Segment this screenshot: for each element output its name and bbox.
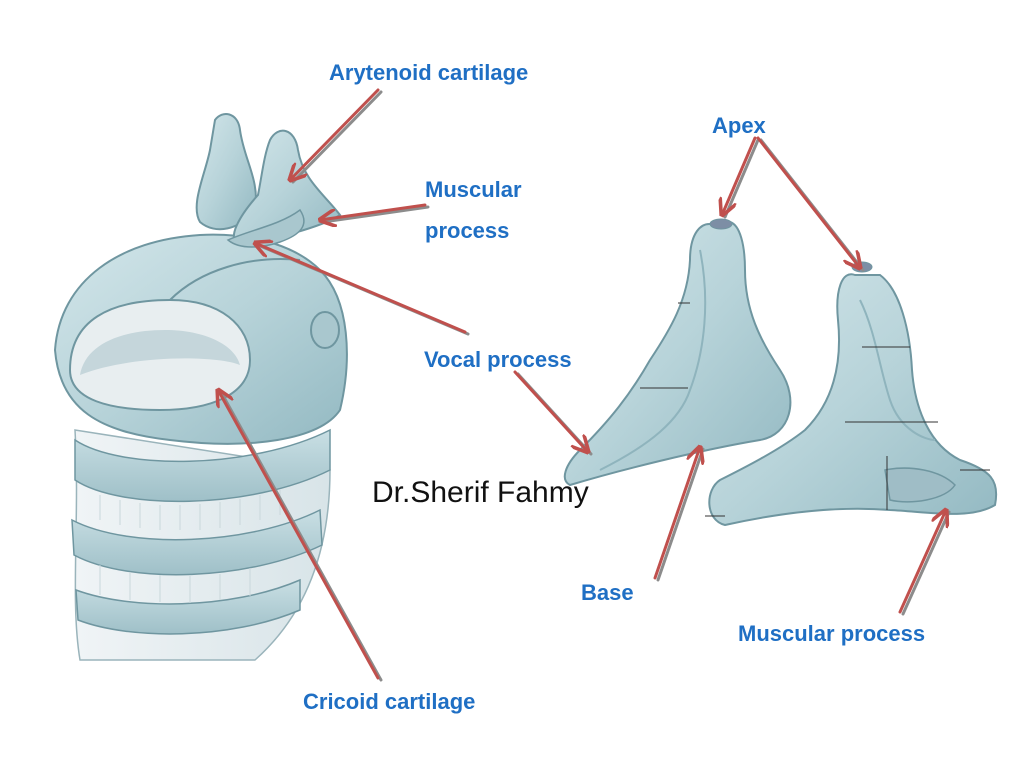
arrow-muscular-process-top: [320, 203, 427, 220]
arrow-vocal-process-right: [513, 370, 588, 452]
arrow-base: [653, 447, 700, 580]
arrow-cricoid-cartilage-shadow: [219, 390, 383, 682]
arrow-muscular-process-right-shadow: [901, 510, 951, 616]
arrow-base-shadow: [656, 447, 705, 582]
label-muscular-process-right: Muscular process: [738, 621, 926, 646]
arrow-arytenoid-cartilage-shadow: [291, 90, 383, 184]
label-arytenoid-cartilage: Arytenoid cartilage: [329, 60, 529, 85]
label-muscular-process-top-line1: Muscular: [425, 177, 522, 202]
arrow-cricoid-cartilage: [218, 390, 380, 680]
arrow-muscular-process-right: [898, 510, 946, 614]
label-apex: Apex: [712, 113, 766, 138]
pointer-arrows: [218, 88, 951, 682]
author-credit: Dr.Sherif Fahmy: [372, 476, 589, 509]
arrow-apex-view-2: [756, 136, 860, 268]
arytenoid-view-2: [705, 261, 998, 527]
arytenoid-view-1: [563, 218, 792, 487]
cricoid-cartilage-illustration: [53, 113, 348, 661]
label-vocal-process: Vocal process: [424, 347, 572, 372]
arrow-vocal-process-left: [255, 243, 467, 334]
arrow-apex-view-1-shadow: [723, 138, 760, 219]
arrow-apex-view-1: [722, 136, 757, 215]
arrow-muscular-process-top-shadow: [321, 205, 430, 224]
label-muscular-process-top-line2: process: [425, 218, 510, 243]
label-cricoid-cartilage: Cricoid cartilage: [303, 689, 476, 714]
label-base: Base: [581, 580, 634, 605]
arrow-arytenoid-cartilage: [290, 88, 380, 180]
